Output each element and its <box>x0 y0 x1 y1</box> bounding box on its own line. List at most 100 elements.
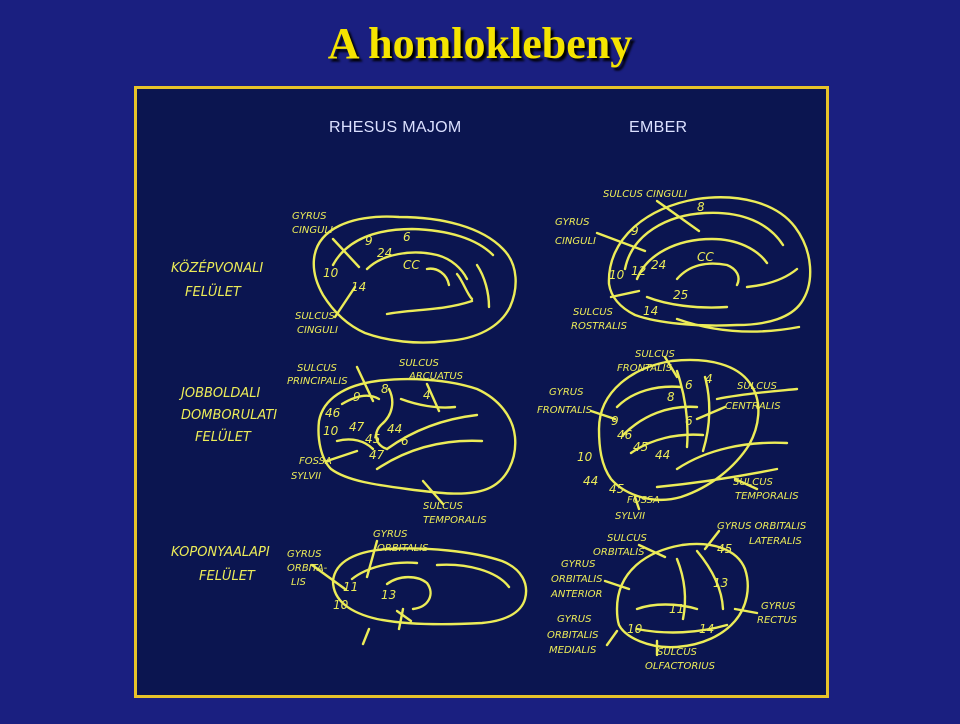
svg-text:GYRUS: GYRUS <box>287 549 322 560</box>
svg-text:FRONTALIS: FRONTALIS <box>617 363 673 374</box>
row-label-basal: KOPONYAALAPI FELÜLET <box>171 545 270 584</box>
column-header-human: EMBER <box>629 119 688 136</box>
svg-text:SULCUS: SULCUS <box>573 307 614 318</box>
svg-text:GYRUS ORBITALIS: GYRUS ORBITALIS <box>717 521 807 532</box>
svg-text:CINGULI: CINGULI <box>292 225 333 236</box>
svg-text:13: 13 <box>713 576 728 590</box>
svg-text:10: 10 <box>609 268 625 282</box>
column-header-rhesus: RHESUS MAJOM <box>329 119 462 136</box>
svg-text:24: 24 <box>651 258 666 272</box>
svg-text:CINGULI: CINGULI <box>555 236 596 247</box>
svg-text:9: 9 <box>611 414 619 428</box>
svg-text:SULCUS: SULCUS <box>657 647 698 658</box>
svg-text:8: 8 <box>667 390 675 404</box>
human-lateral-areas: 8 6 4 9 6 46 45 44 10 44 45 <box>577 372 713 496</box>
svg-text:GYRUS: GYRUS <box>761 601 796 612</box>
human-basal-drawing <box>603 529 759 657</box>
monkey-medial-drawing <box>312 215 517 344</box>
human-medial-areas: 8 9 10 12 24 CC 25 14 <box>609 200 714 318</box>
row-label-lateral: JOBBOLDALI DOMBORULATI FELÜLET <box>178 386 277 445</box>
svg-text:LATERALIS: LATERALIS <box>749 536 802 547</box>
svg-text:SULCUS: SULCUS <box>295 311 336 322</box>
svg-text:FELÜLET: FELÜLET <box>199 567 256 584</box>
svg-text:TEMPORALIS: TEMPORALIS <box>423 515 487 526</box>
svg-text:8: 8 <box>697 200 705 214</box>
monkey-medial-areas: 9 6 24 10 14 CC <box>323 230 420 294</box>
monkey-basal-drawing <box>310 539 528 646</box>
svg-text:TEMPORALIS: TEMPORALIS <box>735 491 799 502</box>
svg-text:46: 46 <box>617 428 633 442</box>
svg-text:FELÜLET: FELÜLET <box>195 428 252 445</box>
svg-text:47: 47 <box>349 420 365 434</box>
svg-text:ANTERIOR: ANTERIOR <box>550 589 602 600</box>
svg-text:GYRUS: GYRUS <box>292 211 327 222</box>
svg-text:ORBITA-: ORBITA- <box>287 563 328 574</box>
svg-text:45: 45 <box>609 482 624 496</box>
svg-text:6: 6 <box>685 378 693 392</box>
svg-text:FRONTALIS: FRONTALIS <box>537 405 593 416</box>
monkey-lateral-drawing <box>317 365 517 506</box>
svg-text:ORBITALIS: ORBITALIS <box>593 547 645 558</box>
row-label-medial: KÖZÉPVONALI FELÜLET <box>171 259 263 300</box>
svg-text:9: 9 <box>353 390 361 404</box>
svg-text:RECTUS: RECTUS <box>757 615 798 626</box>
svg-text:SULCUS: SULCUS <box>297 363 338 374</box>
svg-text:JOBBOLDALI: JOBBOLDALI <box>178 386 261 401</box>
svg-text:ORBITALIS: ORBITALIS <box>551 574 603 585</box>
svg-text:44: 44 <box>583 474 598 488</box>
svg-text:44: 44 <box>655 448 670 462</box>
human-medial-drawing <box>595 196 812 333</box>
svg-text:KÖZÉPVONALI: KÖZÉPVONALI <box>171 259 263 276</box>
svg-text:SYLVII: SYLVII <box>291 471 321 482</box>
svg-text:10: 10 <box>577 450 593 464</box>
svg-text:DOMBORULATI: DOMBORULATI <box>181 408 277 423</box>
svg-text:MEDIALIS: MEDIALIS <box>549 645 597 656</box>
svg-text:8: 8 <box>381 382 389 396</box>
svg-text:SULCUS: SULCUS <box>733 477 774 488</box>
brain-diagram: KÖZÉPVONALI FELÜLET JOBBOLDALI DOMBORULA… <box>171 189 812 672</box>
monkey-lateral-labels: SULCUS PRINCIPALIS SULCUS ARCUATUS FOSSA… <box>287 358 487 526</box>
svg-text:CC: CC <box>403 258 420 272</box>
svg-text:SYLVII: SYLVII <box>615 511 645 522</box>
svg-text:4: 4 <box>705 372 713 386</box>
svg-text:12: 12 <box>631 264 646 278</box>
svg-text:44: 44 <box>387 422 402 436</box>
monkey-basal-areas: 11 10 13 <box>333 580 396 612</box>
human-lateral-drawing <box>589 355 799 511</box>
svg-text:ROSTRALIS: ROSTRALIS <box>571 321 628 332</box>
svg-text:SULCUS: SULCUS <box>607 533 648 544</box>
monkey-basal-labels: GYRUS ORBITA- LIS GYRUS ORBITALIS <box>287 529 429 588</box>
svg-text:46: 46 <box>325 406 341 420</box>
svg-text:SULCUS: SULCUS <box>737 381 778 392</box>
svg-text:GYRUS: GYRUS <box>561 559 596 570</box>
slide-title: A homloklebeny <box>327 19 633 68</box>
svg-text:ORBITALIS: ORBITALIS <box>377 543 429 554</box>
svg-text:9: 9 <box>365 234 373 248</box>
svg-text:PRINCIPALIS: PRINCIPALIS <box>287 376 348 387</box>
svg-text:47: 47 <box>369 448 385 462</box>
svg-text:10: 10 <box>323 424 339 438</box>
svg-text:CINGULI: CINGULI <box>297 325 338 336</box>
human-lateral-labels: SULCUS FRONTALIS GYRUS FRONTALIS SULCUS … <box>537 349 799 522</box>
svg-text:11: 11 <box>669 602 684 616</box>
svg-text:45: 45 <box>365 432 380 446</box>
svg-text:FOSSA: FOSSA <box>627 495 660 506</box>
human-basal-areas: 45 13 11 10 14 <box>627 542 732 636</box>
svg-text:45: 45 <box>633 440 648 454</box>
svg-text:OLFACTORIUS: OLFACTORIUS <box>645 661 716 672</box>
svg-text:24: 24 <box>377 246 392 260</box>
svg-text:10: 10 <box>333 598 349 612</box>
human-basal-labels: GYRUS ORBITALIS LATERALIS SULCUS ORBITAL… <box>547 521 807 672</box>
svg-text:ARCUATUS: ARCUATUS <box>408 371 464 382</box>
svg-text:LIS: LIS <box>291 577 307 588</box>
svg-text:14: 14 <box>643 304 658 318</box>
svg-text:GYRUS: GYRUS <box>373 529 408 540</box>
svg-text:SULCUS: SULCUS <box>635 349 676 360</box>
svg-text:10: 10 <box>323 266 339 280</box>
svg-text:10: 10 <box>627 622 643 636</box>
svg-text:GYRUS: GYRUS <box>555 217 590 228</box>
human-medial-labels: SULCUS CINGULI GYRUS CINGULI SULCUS ROST… <box>555 189 687 332</box>
svg-text:SULCUS CINGULI: SULCUS CINGULI <box>603 189 687 200</box>
svg-text:11: 11 <box>343 580 358 594</box>
svg-text:4: 4 <box>423 388 431 402</box>
